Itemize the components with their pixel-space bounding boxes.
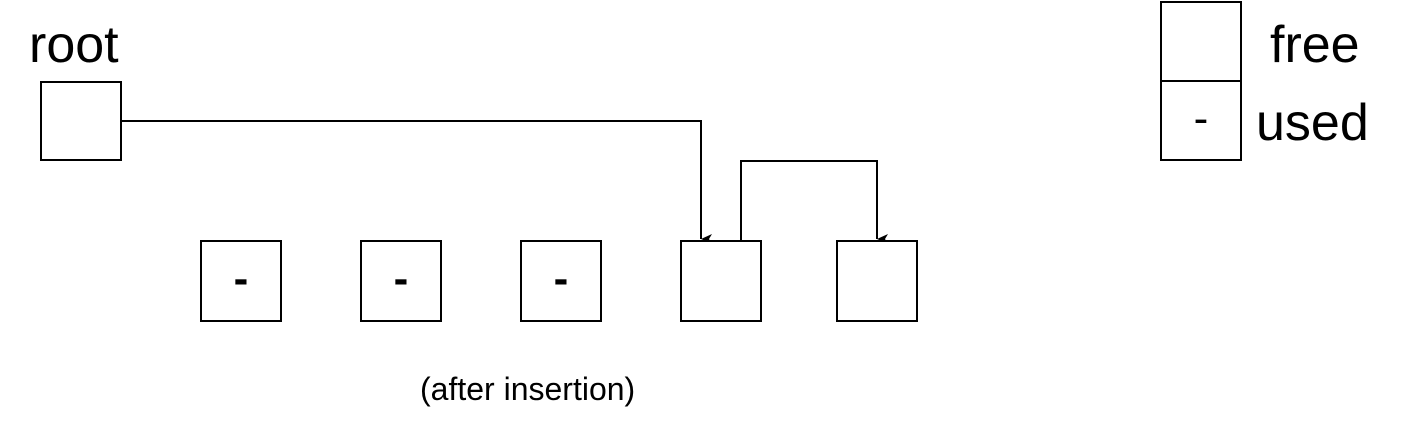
used-mark: - — [393, 254, 409, 303]
caption: (after insertion) — [420, 371, 636, 407]
legend-used-box: - — [1160, 80, 1242, 161]
block-4 — [680, 240, 762, 322]
used-mark: - — [233, 254, 249, 303]
root-pointer-arrow — [121, 120, 712, 244]
root-label: root — [29, 16, 119, 74]
block-1: - — [200, 240, 282, 322]
legend-used-mark: - — [1193, 93, 1209, 143]
legend-free-box — [1160, 1, 1242, 82]
free-list-next-arrow — [740, 160, 888, 244]
block-5 — [836, 240, 918, 322]
block-2: - — [360, 240, 442, 322]
root-box — [40, 81, 122, 161]
legend-used-label: used — [1256, 94, 1369, 152]
legend-free-label: free — [1270, 16, 1360, 74]
block-3: - — [520, 240, 602, 322]
used-mark: - — [553, 254, 569, 303]
